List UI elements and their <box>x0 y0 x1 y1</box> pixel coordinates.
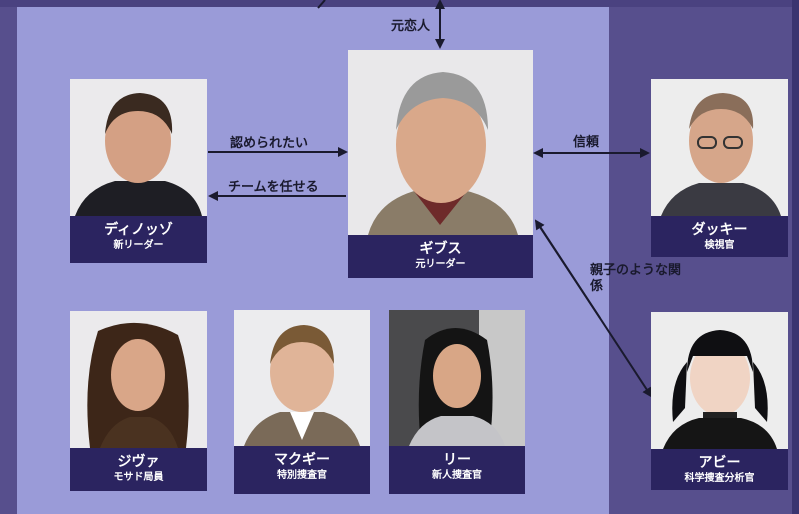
portrait-lee <box>389 310 525 446</box>
name-lee: リー <box>443 452 471 468</box>
role-abby: 科学捜査分析官 <box>684 473 755 484</box>
role-lee: 新人捜査官 <box>432 470 482 481</box>
card-abby[interactable]: アビー 科学捜査分析官 <box>651 312 788 490</box>
card-dinozzo[interactable]: ディノッゾ 新リーダー <box>70 79 207 263</box>
label-trust: 信頼 <box>573 135 600 150</box>
card-gibbs[interactable]: ギブス 元リーダー <box>348 50 533 278</box>
role-dinozzo: 新リーダー <box>113 240 164 251</box>
name-gibbs: ギブス <box>419 241 462 257</box>
card-lee[interactable]: リー 新人捜査官 <box>389 310 525 494</box>
role-mcgee: 特別捜査官 <box>277 470 327 481</box>
role-ducky: 検視官 <box>704 240 735 251</box>
role-ziva: モサド局員 <box>113 472 164 483</box>
arrow-topleft-stub <box>317 0 326 9</box>
card-mcgee[interactable]: マクギー 特別捜査官 <box>234 310 370 494</box>
portrait-gibbs <box>348 50 533 235</box>
label-parent-child: 親子のような関係 <box>590 263 682 294</box>
right-border <box>792 0 799 514</box>
label-ex-lover: 元恋人 <box>391 19 431 34</box>
name-ziva: ジヴァ <box>117 454 160 470</box>
top-border <box>0 0 799 7</box>
portrait-dinozzo <box>70 79 207 216</box>
portrait-abby <box>651 312 788 449</box>
name-abby: アビー <box>698 455 741 471</box>
label-entrust-team: チームを任せる <box>228 180 319 195</box>
name-ducky: ダッキー <box>691 222 748 238</box>
card-ziva[interactable]: ジヴァ モサド局員 <box>70 311 207 491</box>
arrow-parent-up <box>534 219 601 319</box>
name-dinozzo: ディノッゾ <box>104 222 173 238</box>
label-want-recognition: 認められたい <box>230 136 309 151</box>
card-ducky[interactable]: ダッキー 検視官 <box>651 79 788 257</box>
portrait-mcgee <box>234 310 370 446</box>
role-gibbs: 元リーダー <box>415 259 466 270</box>
name-mcgee: マクギー <box>274 452 330 468</box>
portrait-ziva <box>70 311 207 448</box>
portrait-ducky <box>651 79 788 216</box>
